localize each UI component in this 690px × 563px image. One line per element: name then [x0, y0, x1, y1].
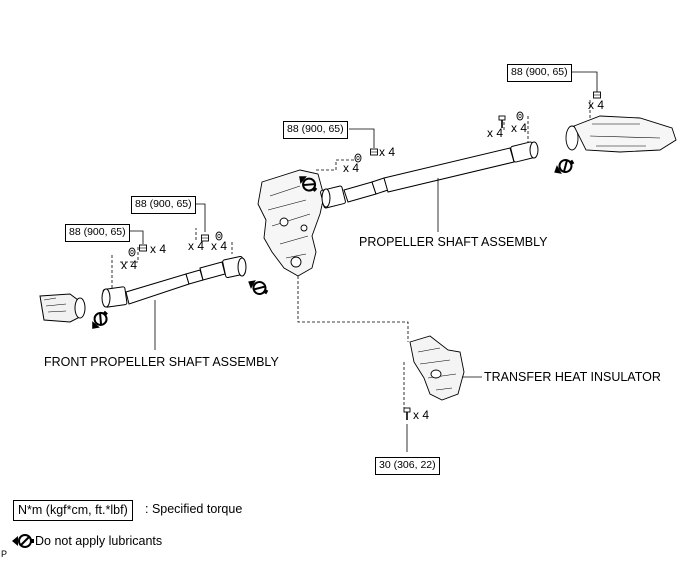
- propeller-shaft: [320, 141, 539, 209]
- assembly-lines: [111, 100, 591, 408]
- torque-spec-rear-flange: 88 (900, 65): [507, 64, 572, 82]
- quantity-label: x 4: [487, 126, 504, 140]
- quantity-label: x 4: [211, 239, 228, 253]
- torque-spec-rear-shaft-front: 88 (900, 65): [283, 121, 348, 139]
- legend-torque-unit: N*m (kgf*cm, ft.*lbf): [13, 500, 133, 521]
- label-propeller-shaft: PROPELLER SHAFT ASSEMBLY: [359, 235, 548, 249]
- legend-torque-desc: : Specified torque: [145, 502, 243, 516]
- quantity-label: x 4: [121, 258, 138, 272]
- label-front-propeller-shaft: FRONT PROPELLER SHAFT ASSEMBLY: [44, 355, 279, 369]
- legend-no-lubricant-icon: [11, 534, 35, 548]
- transfer-case: [257, 169, 325, 277]
- quantity-label: x 4: [150, 242, 167, 256]
- leader-lines: [127, 71, 598, 452]
- legend-no-lube-desc: Do not apply lubricants: [35, 534, 163, 548]
- quantity-label: x 4: [343, 161, 360, 175]
- label-transfer-heat-insulator: TRANSFER HEAT INSULATOR: [484, 370, 661, 384]
- torque-spec-insulator-bolt: 30 (306, 22): [375, 457, 440, 475]
- corner-mark: P: [1, 549, 8, 559]
- front-propeller-shaft: [39, 255, 247, 323]
- transfer-heat-insulator-part: [409, 335, 465, 401]
- quantity-label: x 4: [511, 121, 528, 135]
- quantity-label: x 4: [413, 408, 430, 422]
- torque-spec-front-shaft-front: 88 (900, 65): [65, 224, 130, 242]
- rear-differential: [565, 115, 677, 153]
- quantity-label: x 4: [379, 145, 396, 159]
- quantity-label: x 4: [588, 98, 605, 112]
- quantity-label: x 4: [188, 239, 205, 253]
- torque-spec-front-shaft-rear: 88 (900, 65): [131, 196, 196, 214]
